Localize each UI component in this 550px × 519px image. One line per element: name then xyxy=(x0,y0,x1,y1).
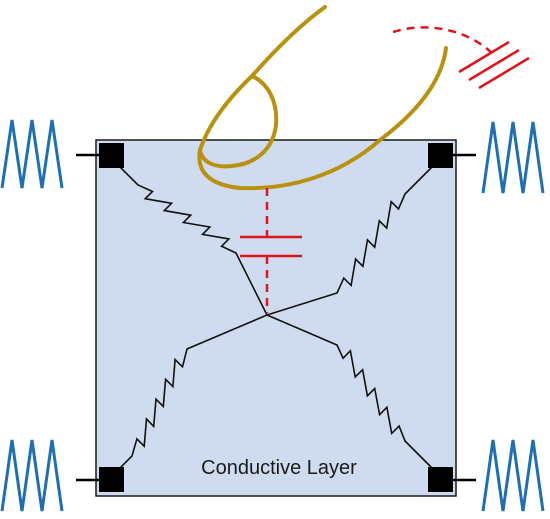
waveform-top-right xyxy=(481,121,545,194)
waveform-bottom-right xyxy=(481,439,545,512)
conductive-layer-label: Conductive Layer xyxy=(201,457,357,479)
finger-outline xyxy=(197,5,448,191)
electrode-top-left xyxy=(99,143,124,168)
ground-link-dashed xyxy=(392,26,493,54)
resistor-bottom-right xyxy=(266,314,441,477)
fingernail-outline xyxy=(198,74,279,169)
resistor-top-left xyxy=(111,158,268,316)
electrode-bottom-right xyxy=(428,467,453,492)
electrode-bottom-left xyxy=(99,467,124,492)
resistor-top-right xyxy=(266,158,441,316)
waveform-top-left xyxy=(0,119,64,189)
resistor-bottom-left xyxy=(111,314,268,477)
ground-icon xyxy=(458,40,530,90)
electrode-top-right xyxy=(428,143,453,168)
waveform-bottom-left xyxy=(0,439,64,512)
